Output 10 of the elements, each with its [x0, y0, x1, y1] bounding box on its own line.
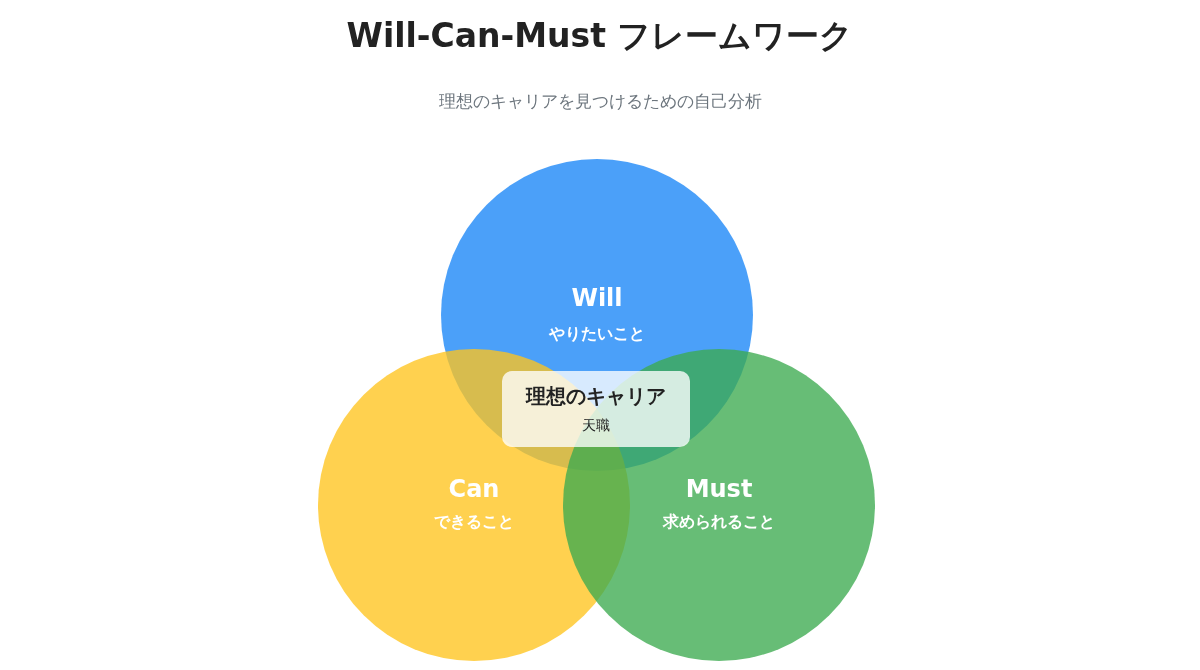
circle-heading: Can [448, 475, 500, 503]
diagram-title: Will-Can-Must フレームワーク [346, 16, 854, 55]
circle-description: 求められること [663, 512, 775, 533]
diagram-subtitle: 理想のキャリアを見つけるための自己分析 [438, 91, 762, 111]
card-description: 天職 [582, 417, 610, 435]
card-heading: 理想のキャリア [526, 383, 666, 410]
circle-description: できること [434, 512, 514, 533]
circle-heading: Must [685, 475, 753, 503]
circle-description: やりたいこと [549, 324, 645, 345]
circle-heading: Will [571, 284, 623, 312]
